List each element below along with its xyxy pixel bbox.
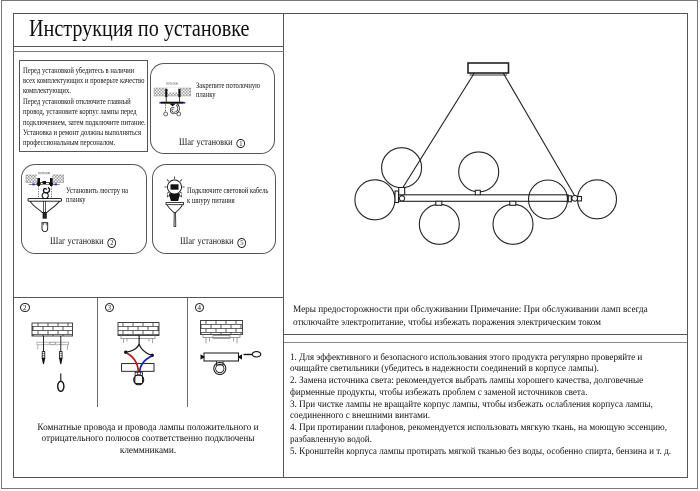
svg-text:потолок: потолок — [166, 81, 179, 85]
svg-text:потолок: потолок — [38, 171, 51, 175]
